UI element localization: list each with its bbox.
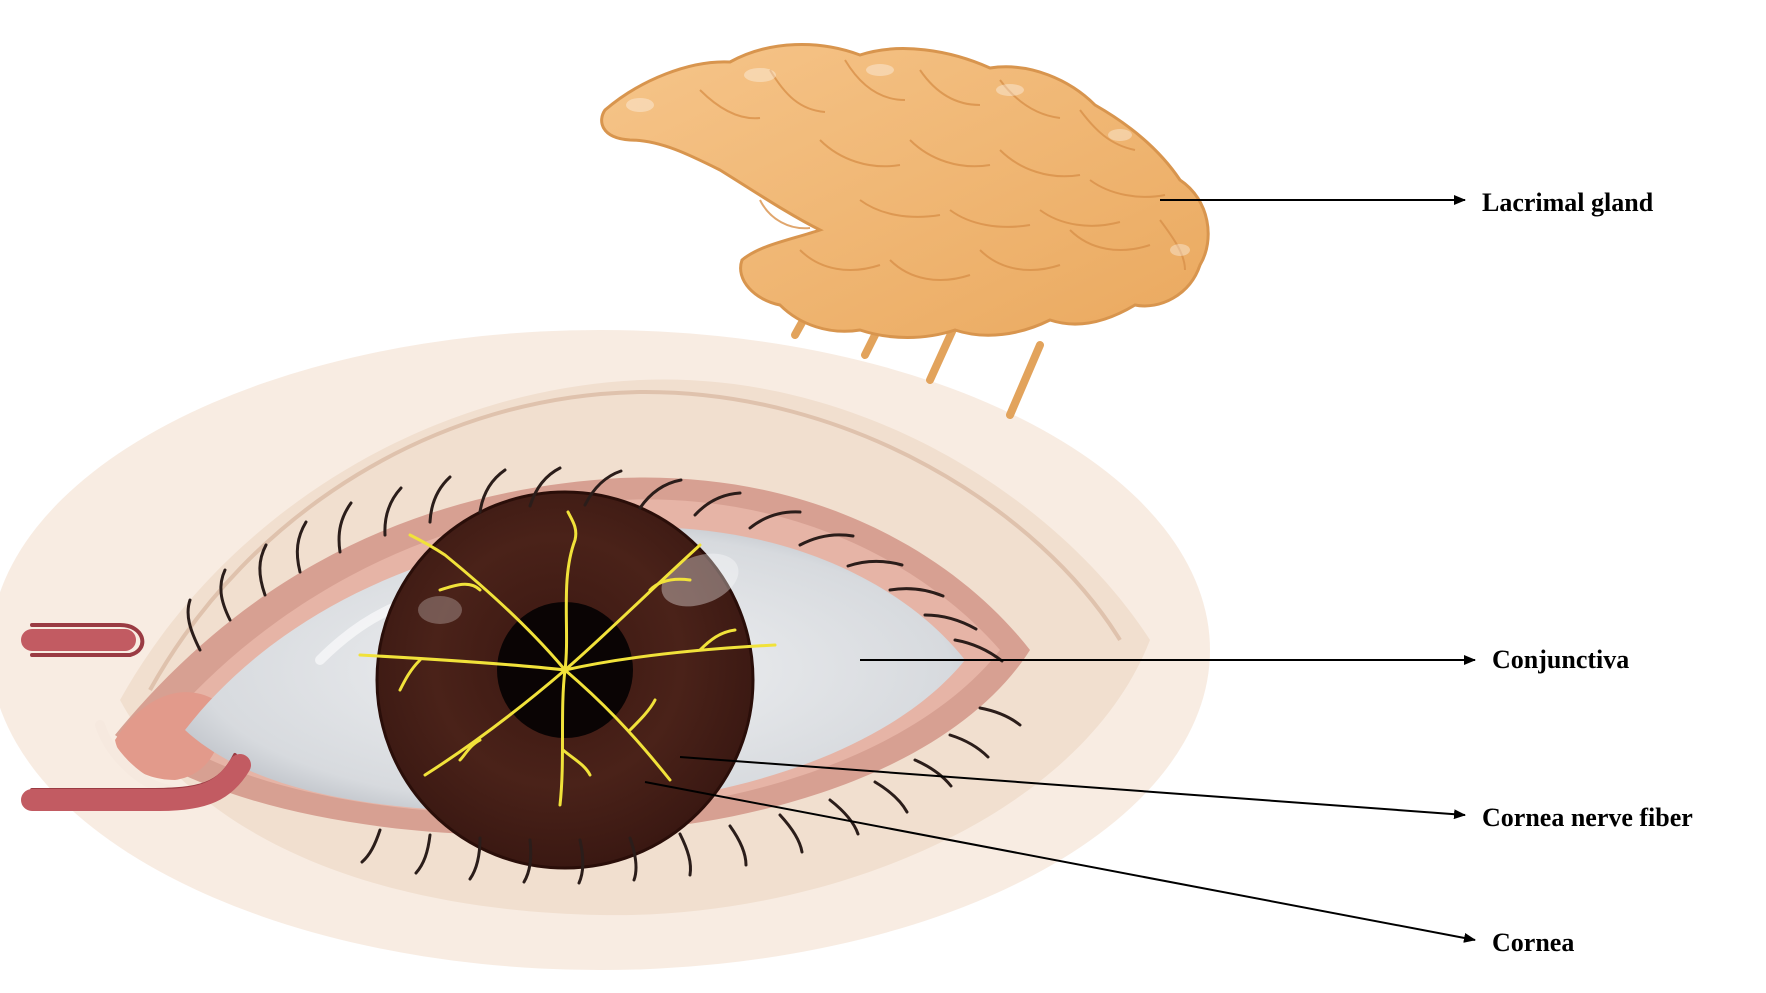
cornea-nerve-fiber-label: Cornea nerve fiber bbox=[1482, 803, 1693, 832]
cornea-arrow bbox=[644, 781, 1476, 943]
tear-ducts bbox=[21, 623, 251, 811]
lacrimal-gland-label: Lacrimal gland bbox=[1482, 188, 1654, 217]
lower-eyelashes bbox=[360, 706, 1022, 885]
cornea-nerve-fiber-arrow bbox=[679, 756, 1466, 820]
leader-lines bbox=[644, 195, 1476, 943]
lacrimal-gland bbox=[600, 43, 1210, 339]
conjunctiva-label: Conjunctiva bbox=[1492, 645, 1630, 674]
upper-eyelashes bbox=[186, 466, 1004, 663]
cornea-nerve-fibers bbox=[358, 510, 777, 807]
cornea-label: Cornea bbox=[1492, 928, 1575, 957]
inner-canthus bbox=[95, 692, 221, 795]
